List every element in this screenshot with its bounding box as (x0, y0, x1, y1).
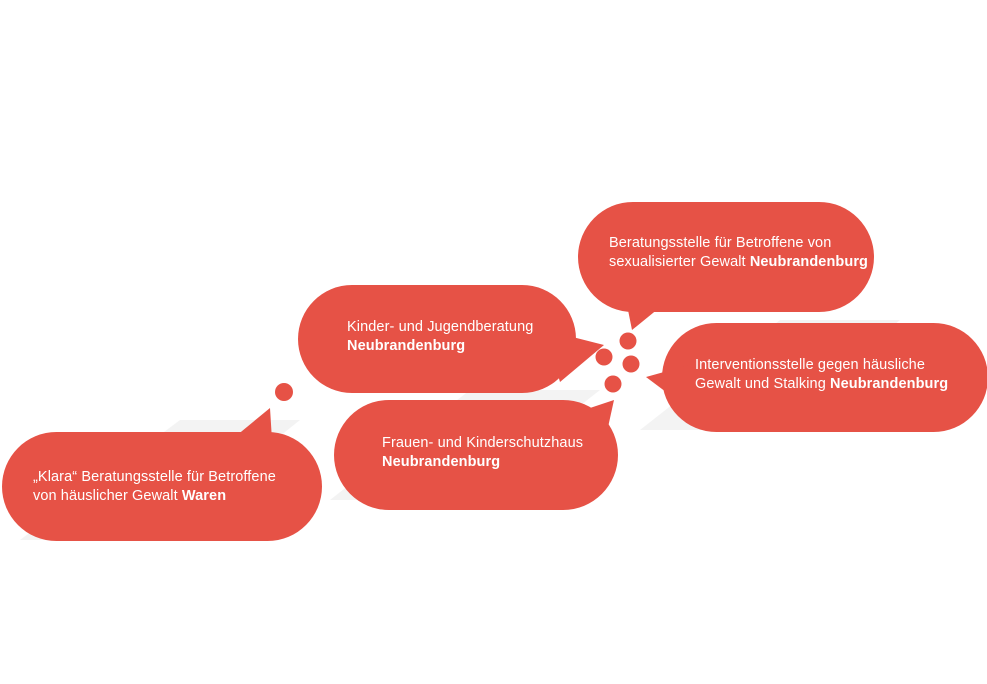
bubble-line2-bold: Neubrandenburg (749, 254, 869, 270)
connector-dot-center-right (622, 355, 640, 373)
bubble-line2-bold: Neubrandenburg (347, 338, 466, 354)
bubble-line1: Kinder- und Jugendberatung (347, 319, 534, 335)
bubble-kinder-jugendberatung (298, 285, 604, 393)
bubble-text-frauen-kinderschutz: Frauen- und Kinderschutzhaus Neubrandenb… (382, 434, 583, 472)
bubble-line1: „Klara“ Beratungsstelle für Betroffene (33, 469, 276, 485)
bubble-line1: Beratungsstelle für Betroffene von (609, 235, 832, 251)
bubble-line2-bold: Neubrandenburg (830, 376, 949, 392)
bubble-line2: Neubrandenburg (347, 337, 533, 356)
bubble-line2-prefix: sexualisierter Gewalt (609, 254, 750, 270)
bubble-line2: von häuslicher Gewalt Waren (33, 487, 276, 506)
bubble-line1: Interventionsstelle gegen häusliche (695, 357, 926, 373)
bubble-sexualisierte-gewalt (578, 202, 874, 330)
connector-dot-top (619, 332, 637, 350)
bubble-text-klara: „Klara“ Beratungsstelle für Betroffene v… (33, 468, 276, 506)
bubble-klara-waren (2, 408, 322, 541)
bubble-line2-bold: Waren (181, 488, 227, 504)
bubble-text-kinder-jugend: Kinder- und Jugendberatung Neubrandenbur… (347, 318, 533, 356)
bubble-line2-prefix: von häuslicher Gewalt (33, 488, 182, 504)
connector-dot-center-left (595, 348, 613, 366)
bubble-text-interventionsstelle: Interventionsstelle gegen häusliche Gewa… (695, 356, 948, 394)
connector-dot-left (275, 383, 293, 401)
bubble-line2: Neubrandenburg (382, 453, 583, 472)
bubble-line2: Gewalt und Stalking Neubrandenburg (695, 375, 948, 394)
bubble-line2: sexualisierter Gewalt Neubrandenburg (609, 253, 868, 272)
bubble-frauen-kinderschutzhaus (334, 400, 618, 510)
bubble-line2-bold: Neubrandenburg (382, 454, 501, 470)
bubble-line2-prefix: Gewalt und Stalking (695, 376, 830, 392)
connector-dot-bottom (604, 375, 622, 393)
bubble-line1: Frauen- und Kinderschutzhaus (382, 435, 584, 451)
bubble-interventionsstelle (646, 323, 987, 432)
bubble-text-sexualisierte-gewalt: Beratungsstelle für Betroffene von sexua… (609, 234, 868, 272)
